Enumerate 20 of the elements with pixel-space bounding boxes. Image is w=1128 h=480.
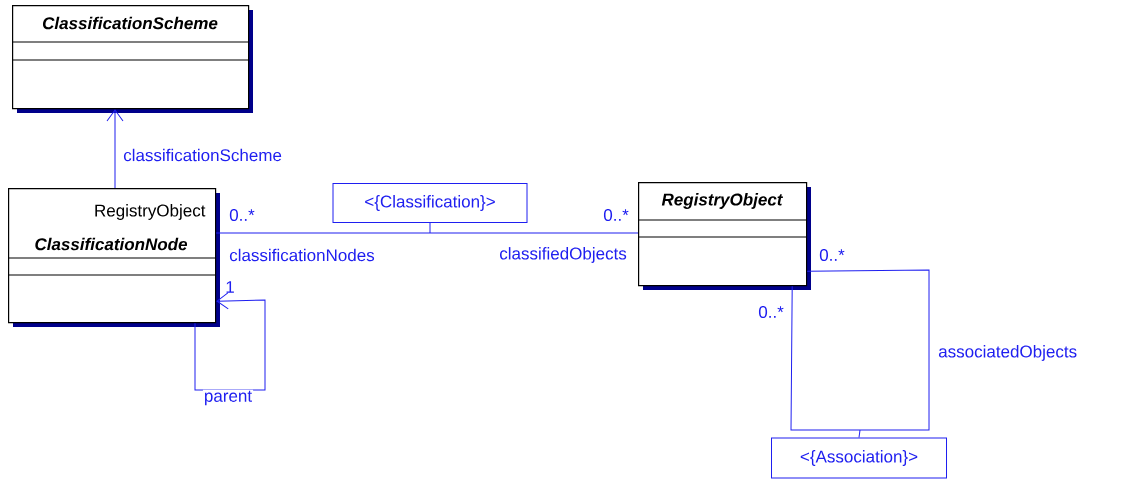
stereotype-box: <{Association}> bbox=[771, 437, 947, 479]
class-box: ClassificationScheme bbox=[11, 5, 253, 113]
association-line bbox=[215, 232, 639, 234]
association-line bbox=[194, 292, 266, 391]
association-class-line bbox=[858, 429, 861, 438]
role-label: 0..* bbox=[758, 306, 784, 319]
role-label: 0..* bbox=[819, 249, 845, 262]
role-label: classifiedObjects bbox=[500, 247, 627, 263]
role-label: 0..* bbox=[603, 209, 629, 222]
edge-label: classificationScheme bbox=[122, 147, 283, 163]
association-line bbox=[106, 109, 124, 189]
role-label: 1 bbox=[226, 281, 234, 293]
role-label: 0..* bbox=[229, 209, 255, 222]
stereotype-box: <{Classification}> bbox=[332, 183, 528, 223]
class-box: RegistryObject bbox=[637, 182, 811, 290]
class-box: RegistryObject ClassificationNode bbox=[7, 188, 220, 327]
association-line bbox=[790, 269, 930, 431]
association-class-line bbox=[429, 222, 431, 234]
edge-label: associatedObjects bbox=[937, 344, 1079, 362]
role-label: classificationNodes bbox=[229, 248, 375, 262]
